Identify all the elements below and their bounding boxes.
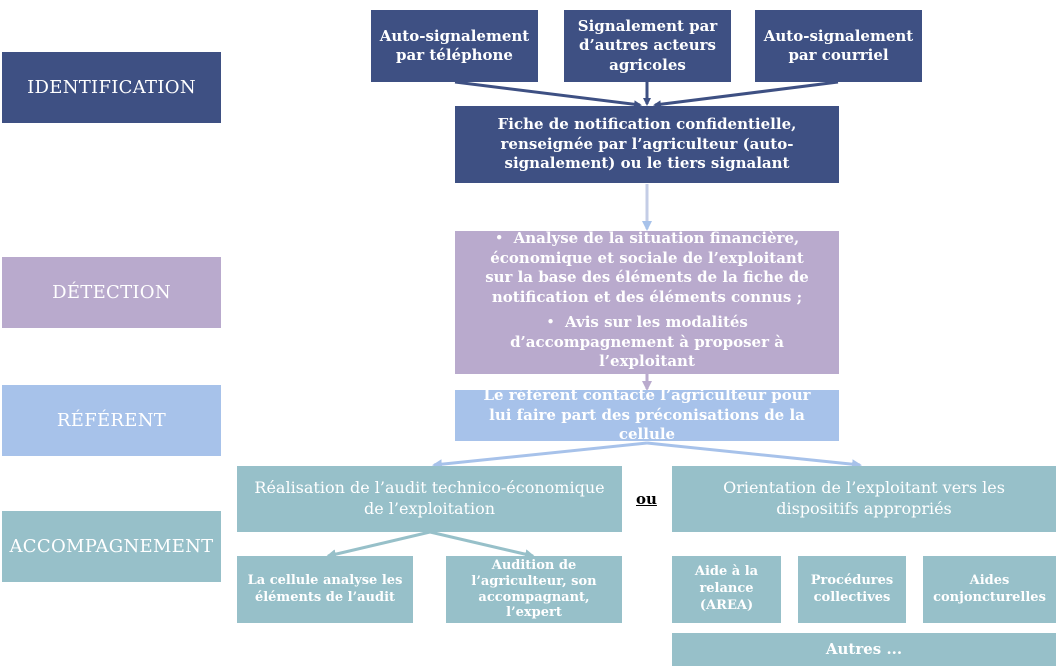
- referent-contact: Le référent contacte l’agriculteur pour …: [455, 386, 839, 443]
- orientation-box: Orientation de l’exploitant vers les dis…: [672, 466, 1056, 532]
- hearing-box: Audition de l’agriculteur, son accompagn…: [446, 556, 622, 623]
- notification-form: Fiche de notification confidentielle, re…: [455, 106, 839, 183]
- source-other-actors: Signalement par d’autres acteurs agricol…: [564, 10, 731, 82]
- phase-accompagnement: ACCOMPAGNEMENT: [2, 511, 221, 582]
- detection-bullets: Analyse de la situation financière, écon…: [467, 227, 827, 378]
- arrow-referent-to-orientation: [646, 441, 862, 470]
- audit-box: Réalisation de l’audit technico-économiq…: [237, 466, 622, 532]
- collective-procedures-box: Procédures collectives: [798, 556, 906, 623]
- phase-detection: DÉTECTION: [2, 257, 221, 328]
- arrow-mail-to-notification: [653, 80, 839, 109]
- phase-identification: IDENTIFICATION: [2, 52, 221, 123]
- source-phone: Auto-signalement par téléphone: [371, 10, 538, 82]
- phase-referent: RÉFÉRENT: [2, 385, 221, 456]
- arrow-audit-to-hearing: [429, 530, 535, 560]
- arrow-phone-to-notification: [454, 80, 642, 109]
- source-mail: Auto-signalement par courriel: [755, 10, 922, 82]
- detection-analysis: Analyse de la situation financière, écon…: [455, 229, 839, 374]
- others-box: Autres ...: [672, 633, 1056, 666]
- detection-bullet-advice: Avis sur les modalités d’accompagnement …: [477, 313, 817, 372]
- arrow-audit-to-analysis: [326, 530, 431, 560]
- cyclical-aids-box: Aides conjoncturelles: [923, 556, 1056, 623]
- detection-bullet-analysis: Analyse de la situation financière, écon…: [477, 229, 817, 307]
- area-aid-box: Aide à la relance (AREA): [672, 556, 781, 623]
- or-label: ou: [636, 490, 657, 508]
- arrow-referent-to-audit: [432, 441, 648, 470]
- cell-analysis-box: La cellule analyse les éléments de l’aud…: [237, 556, 413, 623]
